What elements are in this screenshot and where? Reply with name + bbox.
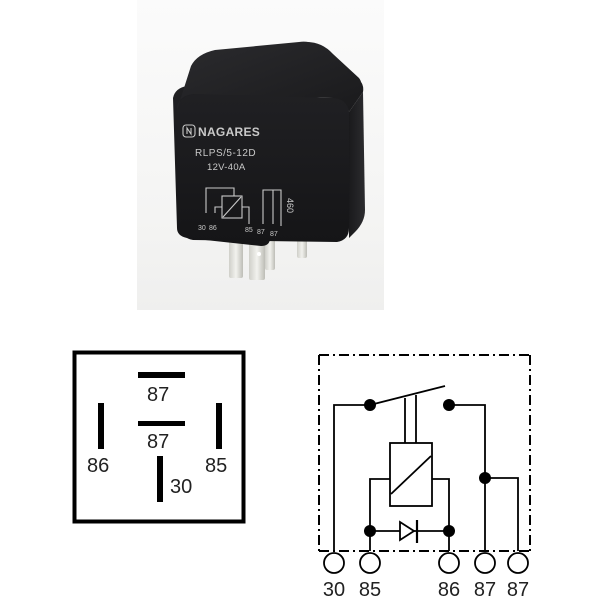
junction-dot: [443, 399, 455, 411]
terminal-87b-icon: [507, 552, 529, 574]
relay-brand: NAGARES: [198, 125, 260, 139]
relay-schematic-diagram: 30 85 86 87 87: [305, 345, 535, 601]
wire-87a: [449, 404, 486, 551]
pin-86-bar: [98, 403, 104, 449]
diode-symbol: [399, 520, 419, 543]
actuator-link: [404, 395, 417, 443]
pin-label-87-top: 87: [147, 384, 169, 406]
relay-pin-label: 85: [245, 227, 253, 234]
junction-dot: [479, 472, 491, 484]
junction-dot: [364, 399, 376, 411]
junction-dot: [364, 525, 376, 537]
relay-pin-label: 87: [257, 229, 265, 236]
terminal-label-85: 85: [359, 579, 381, 600]
terminal-label-30: 30: [323, 579, 345, 600]
pin-87-top-bar: [138, 372, 185, 378]
relay-rating: 12V-40A: [207, 162, 246, 173]
pin-label-87-center: 87: [147, 431, 169, 453]
relay-pin-label: 87: [270, 231, 278, 238]
relay-side-code: 460: [285, 198, 295, 213]
relay-pin-label: 30: [198, 225, 206, 232]
schematic-enclosure: [318, 354, 531, 552]
pin-30-bar: [157, 456, 163, 502]
coil-symbol: [389, 442, 433, 507]
relay-markings: [182, 124, 282, 226]
terminal-30-icon: [323, 552, 345, 574]
relay-illustration: NAGARES RLPS/5-12D 12V-40A 460 30 86 85 …: [173, 41, 365, 280]
terminal-label-86: 86: [438, 579, 460, 600]
wire-30: [333, 404, 370, 551]
relay-model: RLPS/5-12D: [195, 148, 256, 159]
terminal-label-87a: 87: [474, 579, 496, 600]
junction-dot: [443, 525, 455, 537]
relay-product-photo: NAGARES RLPS/5-12D 12V-40A 460 30 86 85 …: [137, 0, 384, 310]
relay-pinout-diagram: 87 87 86 85 30: [72, 350, 246, 524]
wire-85: [369, 478, 390, 551]
terminal-86-icon: [438, 552, 460, 574]
relay-front-face: [177, 95, 349, 242]
pin-label-86: 86: [87, 455, 109, 477]
wire-87b: [485, 477, 519, 551]
pin-label-30: 30: [170, 476, 192, 498]
terminal-87a-icon: [474, 552, 496, 574]
pin-label-85: 85: [205, 455, 227, 477]
terminal-label-87b: 87: [507, 579, 529, 600]
terminal-85-icon: [359, 552, 381, 574]
pin-87-center-bar: [138, 421, 185, 426]
switch-arm: [369, 385, 446, 406]
relay-pin-label: 86: [209, 225, 217, 232]
pin-85-bar: [216, 403, 222, 449]
wire-86: [432, 478, 450, 551]
